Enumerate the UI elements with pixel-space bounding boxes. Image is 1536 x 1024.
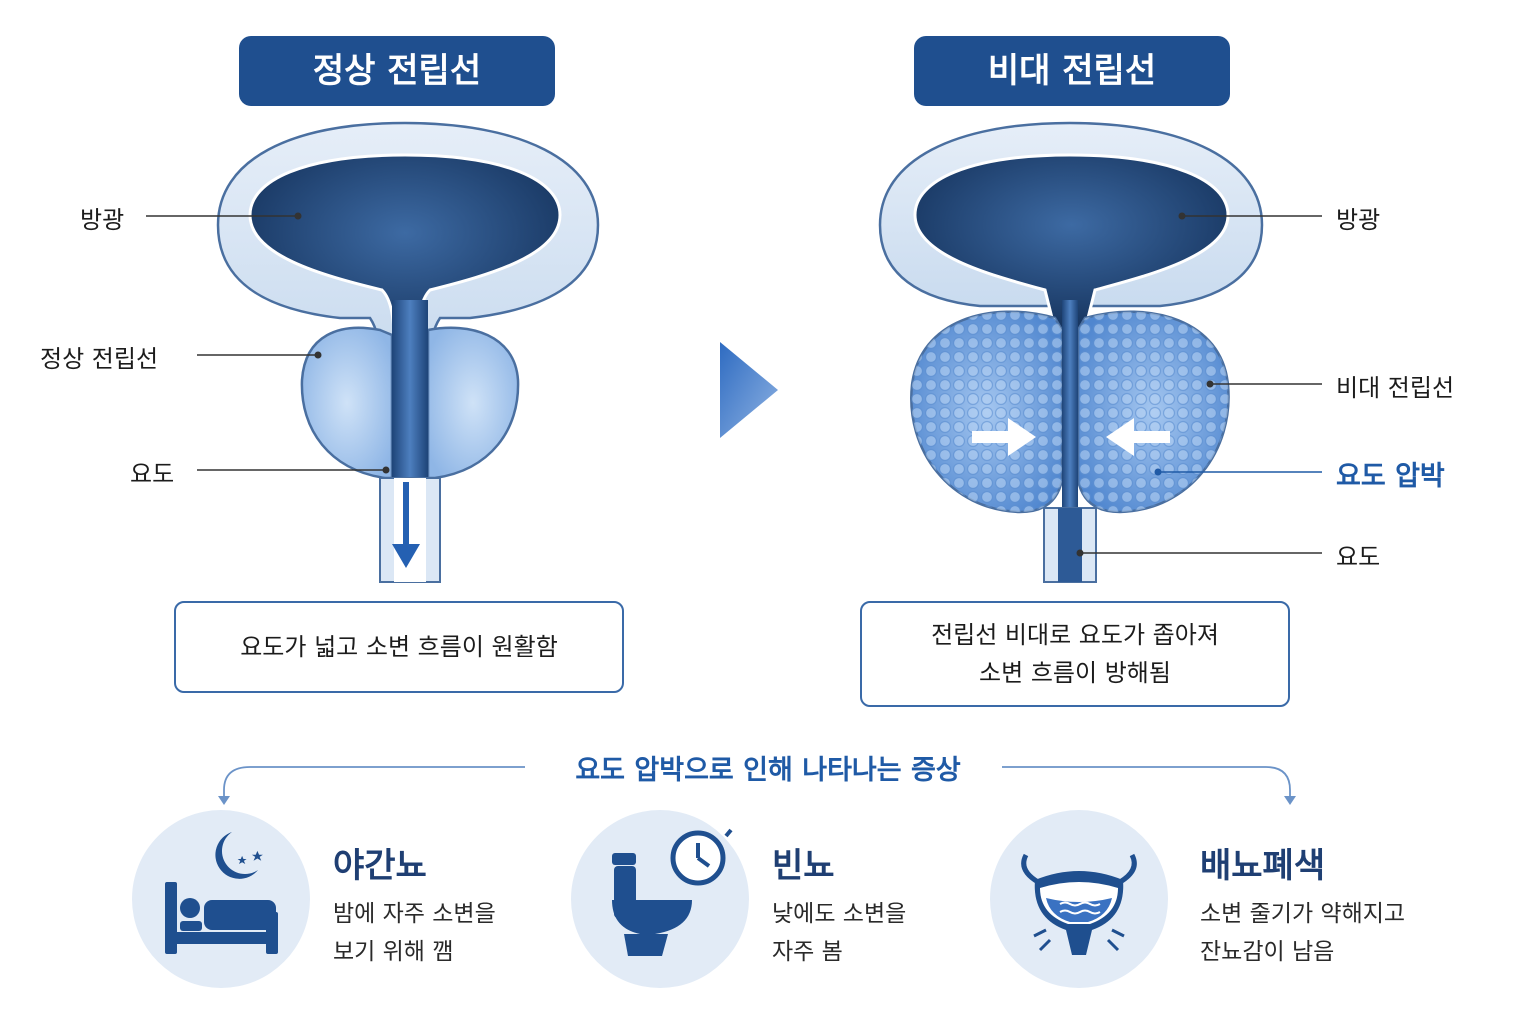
symptom-nocturia-desc-line2: 보기 위해 깸 (333, 939, 454, 965)
enlarged-bladder-label: 방광 (1336, 206, 1381, 234)
symptom-nocturia-desc: 밤에 자주 소변을 보기 위해 깸 (333, 895, 496, 971)
symptom-frequency-desc-line1: 낮에도 소변을 (772, 901, 907, 927)
normal-urethra-label: 요도 (130, 460, 175, 488)
symptom-obstruction-desc-line1: 소변 줄기가 약해지고 (1200, 901, 1406, 927)
enlarged-caption-box: 전립선 비대로 요도가 좁아져 소변 흐름이 방해됨 (860, 601, 1290, 707)
compression-arrow-right-icon (972, 418, 1036, 456)
symptoms-title: 요도 압박으로 인해 나타나는 증상 (575, 755, 961, 786)
symptom-nocturia-name: 야간뇨 (333, 846, 427, 886)
compression-arrow-left-icon (1106, 418, 1170, 456)
enlarged-prostate-illustration (878, 121, 1322, 583)
symptoms-bracket (223, 766, 1291, 800)
symptom-nocturia-circle (132, 810, 310, 988)
transition-arrow-icon (720, 342, 778, 438)
symptom-nocturia-desc-line1: 밤에 자주 소변을 (333, 901, 496, 927)
flow-arrow-icon (392, 544, 420, 568)
normal-bladder-label: 방광 (80, 206, 125, 234)
enlarged-caption-line2: 소변 흐름이 방해됨 (979, 659, 1171, 687)
symptom-frequency-name: 빈뇨 (772, 846, 835, 886)
enlarged-urethra-label: 요도 (1336, 543, 1381, 571)
urethra-compression-label: 요도 압박 (1336, 461, 1445, 492)
normal-prostate-right-lobe (426, 326, 520, 480)
symptom-frequency-desc-line2: 자주 봄 (772, 939, 843, 965)
symptom-frequency-circle (571, 810, 749, 988)
symptom-frequency-desc: 낮에도 소변을 자주 봄 (772, 895, 906, 971)
symptom-obstruction-name: 배뇨폐색 (1200, 846, 1326, 886)
normal-caption-text: 요도가 넓고 소변 흐름이 원활함 (240, 633, 558, 661)
symptom-obstruction-desc-line2: 잔뇨감이 남음 (1200, 939, 1335, 965)
normal-prostate-label: 정상 전립선 (40, 345, 159, 373)
enlarged-prostate-title: 비대 전립선 (914, 36, 1230, 106)
enlarged-prostate-label: 비대 전립선 (1336, 374, 1455, 402)
enlarged-caption-line1: 전립선 비대로 요도가 좁아져 (931, 621, 1219, 649)
normal-prostate-illustration (146, 121, 600, 583)
symptom-obstruction-desc: 소변 줄기가 약해지고 잔뇨감이 남음 (1200, 895, 1405, 971)
normal-prostate-left-lobe (300, 326, 394, 480)
symptom-obstruction-circle (990, 810, 1168, 988)
normal-prostate-title: 정상 전립선 (239, 36, 555, 106)
normal-caption-box: 요도가 넓고 소변 흐름이 원활함 (174, 601, 624, 693)
